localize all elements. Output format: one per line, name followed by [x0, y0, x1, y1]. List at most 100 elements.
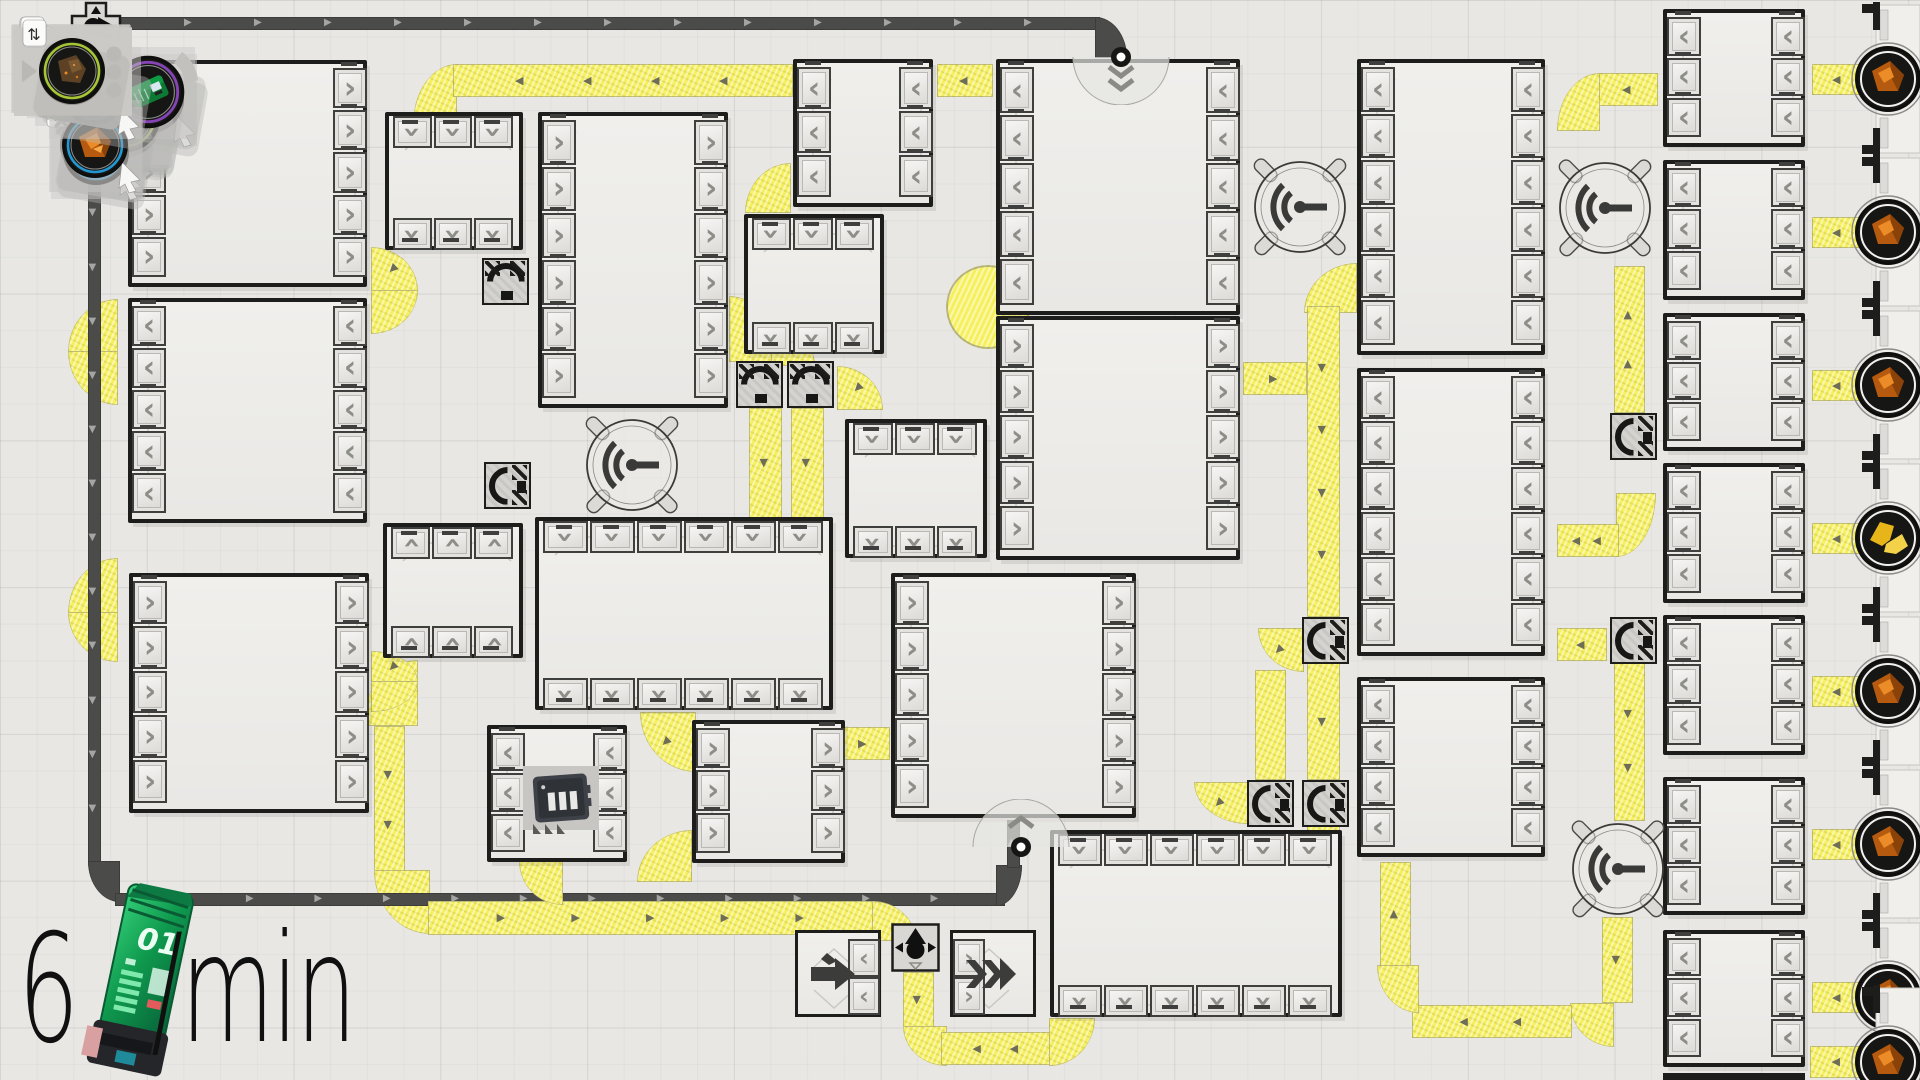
belt-tunnel[interactable]	[1302, 780, 1349, 827]
io-port[interactable]: ›	[1058, 985, 1102, 1017]
io-port[interactable]: ‹	[1511, 557, 1545, 601]
io-port[interactable]: ›	[1150, 985, 1194, 1017]
io-port[interactable]: ‹	[1771, 57, 1805, 97]
io-port[interactable]: ‹	[1206, 259, 1240, 305]
building-furnace-silver[interactable]: ››››››	[744, 214, 884, 354]
building-furnace-amber[interactable]: ››››››	[383, 523, 523, 658]
io-port[interactable]: ‹	[1667, 978, 1701, 1017]
io-port[interactable]: ›	[637, 678, 682, 710]
io-port[interactable]: ›	[1102, 626, 1136, 671]
io-port[interactable]: ›	[1196, 985, 1240, 1017]
io-port[interactable]: ‹	[1771, 168, 1805, 208]
io-port[interactable]: ‹	[1771, 785, 1805, 824]
io-port[interactable]: ‹	[1667, 250, 1701, 290]
building-assembler-circuit[interactable]: ››››››››››››	[1050, 830, 1342, 1017]
ore-node-copper[interactable]	[1803, 759, 1920, 929]
io-port[interactable]: ›	[694, 260, 728, 305]
io-port[interactable]: ‹	[1667, 471, 1701, 511]
io-port[interactable]: ›	[1206, 324, 1240, 368]
radar-station[interactable]	[1563, 814, 1673, 924]
io-port[interactable]: ›	[1102, 581, 1136, 625]
radar-station[interactable]	[1245, 152, 1355, 262]
belt-tunnel[interactable]	[1610, 413, 1657, 460]
io-port[interactable]: ‹	[1771, 553, 1805, 593]
io-port[interactable]: ‹	[1771, 978, 1805, 1017]
conveyor-belt-yellow[interactable]: ▶	[838, 727, 890, 760]
io-port[interactable]: ›	[542, 166, 576, 212]
building-miner-amber-a[interactable]: ‹‹‹‹‹‹‹‹‹‹	[128, 298, 367, 523]
building-miner-coal-c[interactable]: ››››››››››››	[535, 517, 833, 710]
belt-endpoint-receiver[interactable]	[971, 798, 1071, 861]
io-port[interactable]: ›	[684, 678, 729, 710]
io-port[interactable]: ‹	[1361, 207, 1395, 252]
io-port[interactable]: ‹	[1361, 602, 1395, 646]
conveyor-belt-yellow[interactable]: ▼	[1307, 663, 1340, 780]
edge-extractor-strip[interactable]	[1851, 614, 1920, 768]
conveyor-belt-yellow[interactable]: ◀◀◀◀	[453, 64, 793, 97]
io-port[interactable]: ‹	[1771, 98, 1805, 137]
belt-tunnel[interactable]	[1302, 617, 1349, 664]
conveyor-belt-dark[interactable]	[996, 865, 1022, 906]
building-miner-coal-a[interactable]: ››››››››››››	[538, 112, 728, 408]
io-port[interactable]: ›	[811, 728, 845, 769]
edge-extractor-strip[interactable]	[1851, 2, 1920, 156]
ore-node-copper[interactable]	[1803, 977, 1920, 1080]
io-port[interactable]: ›	[694, 306, 728, 352]
io-port[interactable]: ›	[696, 770, 730, 811]
building-furnace-row-7[interactable]: ‹‹‹‹‹‹	[1663, 930, 1805, 1067]
building-miner-copper-a[interactable]: ‹‹‹‹‹‹‹‹‹‹‹‹	[1357, 59, 1545, 355]
io-port[interactable]: ‹	[1511, 376, 1545, 420]
building-miner-tealcrystal[interactable]: ››››››››››	[891, 573, 1136, 818]
io-port[interactable]: ‹	[1000, 211, 1034, 257]
io-port[interactable]: ‹	[333, 347, 367, 388]
conveyor-belt-yellow[interactable]: ◀	[1557, 628, 1607, 661]
io-port[interactable]: ›	[391, 626, 431, 658]
io-port[interactable]: ‹	[1511, 602, 1545, 646]
io-port[interactable]: ›	[1288, 985, 1332, 1017]
io-port[interactable]: ›	[133, 581, 167, 624]
io-port[interactable]: ›	[335, 670, 369, 714]
building-miner-copper-c[interactable]: ‹‹‹‹‹‹‹‹	[1357, 677, 1545, 857]
io-port[interactable]: ›	[834, 322, 874, 354]
io-port[interactable]: ‹	[132, 473, 166, 513]
io-port[interactable]: ‹	[132, 389, 166, 430]
conveyor-belt-yellow[interactable]: ◀	[1812, 676, 1864, 707]
io-port[interactable]: ‹	[1771, 938, 1805, 977]
io-port[interactable]: ‹	[132, 431, 166, 472]
io-port[interactable]: ›	[1000, 460, 1034, 505]
io-port[interactable]: ›	[542, 306, 576, 352]
io-port[interactable]: ‹	[1667, 168, 1701, 208]
io-port[interactable]: ‹	[1361, 466, 1395, 510]
ore-node-brown[interactable]: ⇅	[0, 0, 157, 156]
conveyor-belt-yellow[interactable]: ◀◀	[941, 1032, 1053, 1065]
io-port[interactable]: ›	[542, 353, 576, 398]
io-port[interactable]: ‹	[1771, 209, 1805, 249]
io-port[interactable]: ‹	[1771, 321, 1805, 360]
io-port[interactable]: ‹	[333, 306, 367, 346]
ore-node-copper[interactable]	[1803, 0, 1920, 164]
io-port[interactable]: ‹	[1511, 726, 1545, 765]
io-port[interactable]: ›	[1206, 460, 1240, 505]
conveyor-belt-yellow[interactable]: ◀	[1598, 73, 1658, 106]
io-port[interactable]: ›	[694, 213, 728, 258]
io-port[interactable]: ‹	[1206, 211, 1240, 257]
io-port[interactable]: ‹	[1667, 553, 1701, 593]
io-port[interactable]: ›	[694, 166, 728, 212]
conveyor-belt-yellow[interactable]: ▼▼	[374, 726, 405, 874]
io-port[interactable]: ‹	[797, 111, 831, 153]
conveyor-belt-yellow[interactable]: ▲	[1380, 862, 1411, 966]
conveyor-belt-yellow[interactable]	[1304, 263, 1357, 313]
io-port[interactable]: ‹	[1771, 361, 1805, 401]
conveyor-belt-yellow[interactable]	[519, 861, 563, 905]
belt-tunnel[interactable]	[1247, 780, 1294, 827]
conveyor-belt-dark[interactable]: ▶▶▶▶▶▶▶▶▶▶▶▶▶	[120, 17, 1100, 30]
building-furnace-row-6[interactable]: ‹‹‹‹‹‹	[1663, 777, 1805, 915]
conveyor-belt-yellow[interactable]: ▼▼	[1614, 661, 1645, 821]
io-port[interactable]: ›	[133, 625, 167, 669]
io-port[interactable]: ‹	[1000, 115, 1034, 161]
io-port[interactable]: ‹	[1771, 471, 1805, 511]
io-port[interactable]: ›	[474, 218, 513, 250]
io-port[interactable]: ›	[333, 236, 367, 277]
conveyor-belt-yellow[interactable]	[1616, 493, 1656, 557]
conveyor-belt-yellow[interactable]: ◀	[1812, 829, 1864, 860]
